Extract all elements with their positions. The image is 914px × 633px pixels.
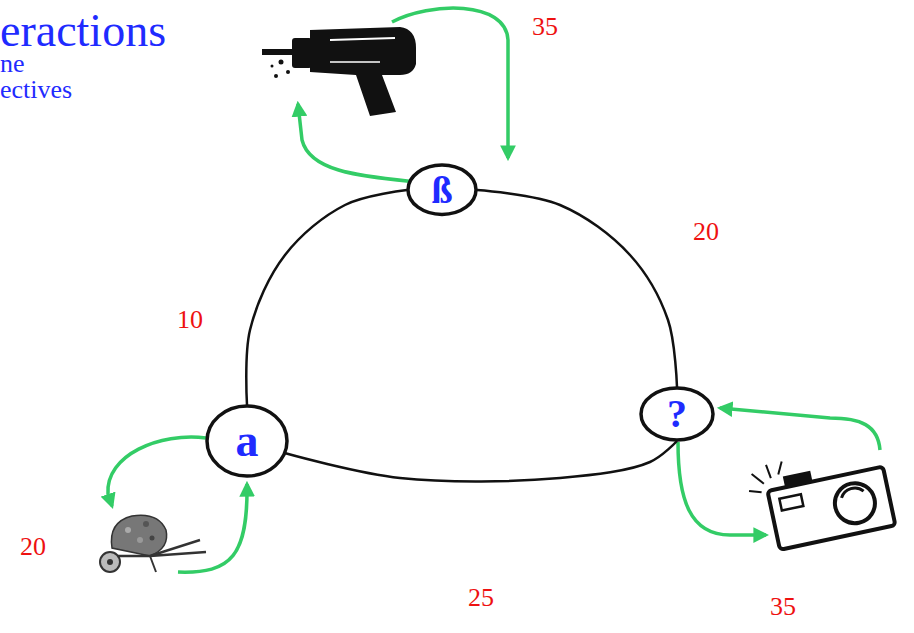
state-circle: ß [406,163,478,216]
slide-title: eractions [0,8,166,54]
cost-number: 25 [466,585,496,611]
title-fragment: ne [0,51,25,77]
state-circle: ? [639,386,715,442]
circle-outline [207,406,287,476]
camera-icon [744,441,895,553]
connector-arc [477,190,677,387]
drill-icon [262,27,416,116]
circle-outline [408,165,476,214]
connector-arc [246,190,407,405]
title-fragment: ectives [0,77,72,103]
cost-number: 35 [532,14,558,40]
cost-number: 35 [770,594,796,620]
circle-outline [641,388,713,440]
connector-arc [286,441,677,481]
wheelbarrow-icon [100,515,206,572]
cost-number: 20 [20,534,46,560]
state-letter: ? [667,394,687,434]
cost-number: 20 [691,219,721,245]
loop-arrows [108,8,880,572]
cost-number: 10 [175,307,205,333]
state-circle: a [205,404,289,478]
state-letter: a [236,418,259,464]
state-letter: ß [431,171,452,209]
